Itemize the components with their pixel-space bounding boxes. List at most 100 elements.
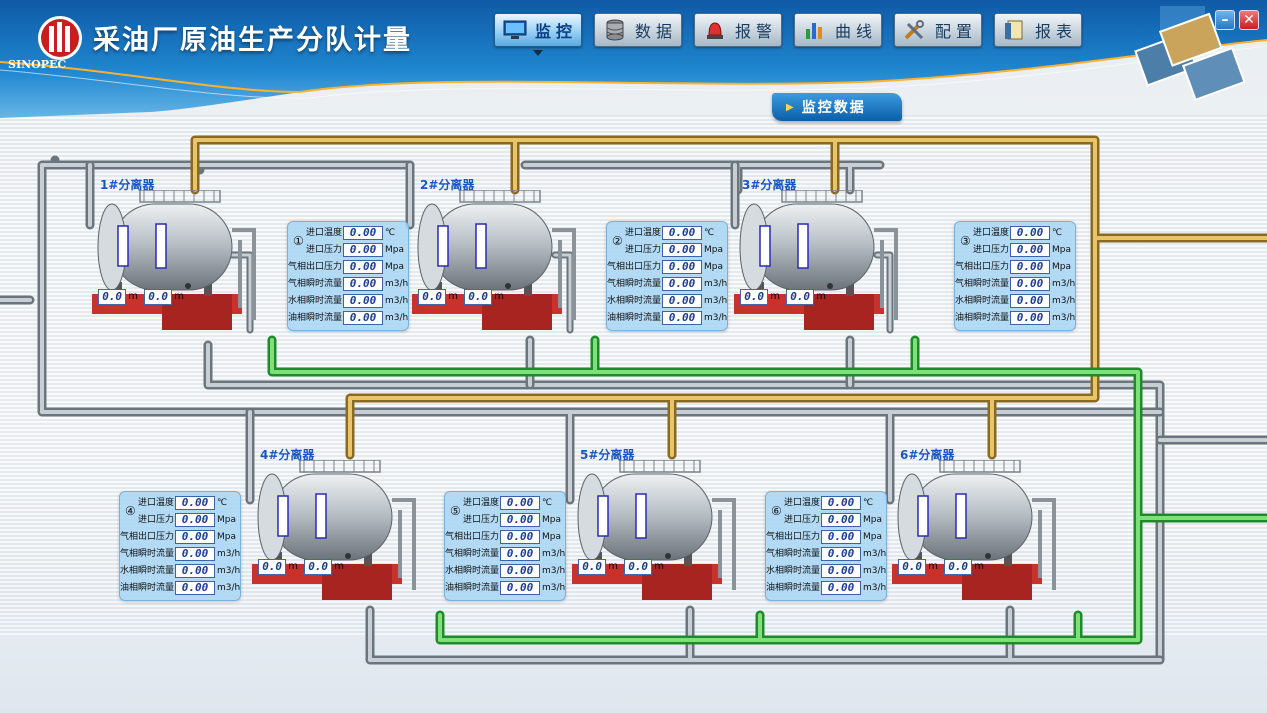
- monitor-data-tab[interactable]: ▶ 监控数据: [772, 93, 902, 121]
- reading-value: 0.00: [1010, 277, 1050, 291]
- nav-curve-button[interactable]: 曲线: [794, 13, 882, 47]
- reading-label: 气相瞬时流量: [119, 549, 174, 559]
- reading-label: 油相瞬时流量: [765, 583, 820, 593]
- reading-label: 水相瞬时流量: [119, 566, 174, 576]
- separator-tank-graphic: [412, 190, 576, 330]
- reading-label: 油相瞬时流量: [287, 313, 342, 323]
- reading-unit: m3/h: [217, 583, 241, 593]
- reading-value: 0.00: [343, 277, 383, 291]
- separator-label: 1#分离器: [100, 178, 155, 192]
- reading-label: 进口压力: [137, 515, 174, 525]
- reading-label: 水相瞬时流量: [287, 296, 342, 306]
- reading-unit: Mpa: [863, 515, 882, 525]
- reading-label: 进口温度: [972, 228, 1009, 238]
- reading-unit: m3/h: [863, 583, 887, 593]
- nav-config-button[interactable]: 配置: [894, 13, 982, 47]
- separator-tank-graphic: [92, 190, 256, 330]
- level-value: 0.0: [898, 558, 927, 575]
- reading-unit: m3/h: [217, 566, 241, 576]
- reading-label: 气相瞬时流量: [444, 549, 499, 559]
- reading-unit: Mpa: [542, 532, 561, 542]
- nav-monitor-button[interactable]: 监控: [494, 13, 582, 47]
- level-value: 0.0: [578, 558, 607, 575]
- panel-number: ⑤: [450, 504, 461, 518]
- reading-unit: m3/h: [1052, 313, 1076, 323]
- reading-label: 气相瞬时流量: [287, 279, 342, 289]
- nav-alarm-button[interactable]: 报警: [694, 13, 782, 47]
- water-pipes: [267, 335, 1267, 645]
- separator-tank-graphic: [572, 460, 736, 600]
- reading-value: 0.00: [343, 294, 383, 308]
- reading-unit: m3/h: [863, 549, 887, 559]
- level-unit: m: [334, 561, 344, 572]
- reading-unit: Mpa: [1052, 262, 1071, 272]
- reading-unit: m3/h: [863, 566, 887, 576]
- app-title: 采油厂原油生产分队计量: [93, 25, 412, 56]
- reading-unit: Mpa: [542, 515, 561, 525]
- reading-value: 0.00: [343, 226, 383, 240]
- reading-value: 0.00: [821, 581, 861, 595]
- reading-value: 0.00: [662, 226, 702, 240]
- reading-value: 0.00: [662, 260, 702, 274]
- reading-value: 0.00: [500, 530, 540, 544]
- reading-value: 0.00: [175, 530, 215, 544]
- reading-value: 0.00: [662, 311, 702, 325]
- nav-data-button[interactable]: 数据: [594, 13, 682, 47]
- separator-label: 2#分离器: [420, 178, 475, 192]
- reading-unit: m3/h: [217, 549, 241, 559]
- reading-label: 水相瞬时流量: [444, 566, 499, 576]
- level-value: 0.0: [624, 558, 653, 575]
- reading-unit: Mpa: [704, 262, 723, 272]
- reading-unit: m3/h: [542, 566, 566, 576]
- reading-unit: ℃: [385, 228, 396, 238]
- reading-label: 气相出口压力: [954, 262, 1009, 272]
- reading-label: 油相瞬时流量: [606, 313, 661, 323]
- reading-unit: Mpa: [385, 245, 404, 255]
- level-value: 0.0: [98, 288, 127, 305]
- reading-value: 0.00: [1010, 260, 1050, 274]
- reading-label: 进口温度: [624, 228, 661, 238]
- reading-label: 进口压力: [783, 515, 820, 525]
- reading-value: 0.00: [343, 243, 383, 257]
- reading-label: 油相瞬时流量: [954, 313, 1009, 323]
- reading-value: 0.00: [175, 513, 215, 527]
- nav-report-button[interactable]: 报表: [994, 13, 1082, 47]
- reading-value: 0.00: [343, 260, 383, 274]
- reading-unit: m3/h: [542, 549, 566, 559]
- panel-number: ⑥: [771, 504, 782, 518]
- level-unit: m: [974, 561, 984, 572]
- separator-tank-graphic: [734, 190, 898, 330]
- reading-unit: m3/h: [704, 313, 728, 323]
- reading-unit: m3/h: [1052, 279, 1076, 289]
- close-button[interactable]: ✕: [1239, 10, 1259, 30]
- reading-value: 0.00: [500, 547, 540, 561]
- reading-label: 水相瞬时流量: [954, 296, 1009, 306]
- reading-value: 0.00: [821, 496, 861, 510]
- reading-value: 0.00: [821, 530, 861, 544]
- reading-label: 进口温度: [783, 498, 820, 508]
- level-unit: m: [928, 561, 938, 572]
- minimize-button[interactable]: –: [1215, 10, 1235, 30]
